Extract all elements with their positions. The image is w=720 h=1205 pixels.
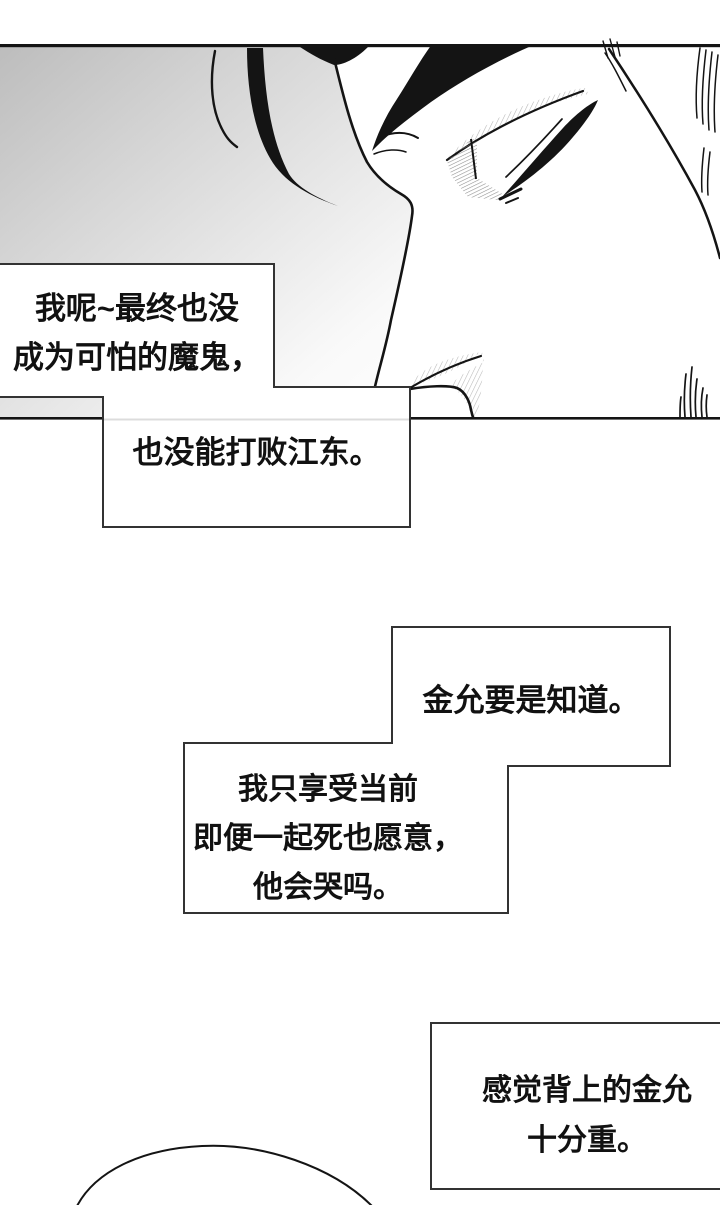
speech-line: 感觉背上的金允: [482, 1074, 692, 1107]
eye-lash: [502, 100, 598, 197]
panel-top-border: [0, 44, 720, 48]
speech-text-4: 我只享受当前 即便一起死也愿意， 他会哭吗。: [184, 765, 508, 912]
speech-line: 我只享受当前: [238, 773, 418, 806]
eyebrow-tip-stroke: [379, 132, 419, 139]
eye-inner-line: [505, 118, 563, 178]
eye-iris-divider: [470, 138, 477, 180]
hair-strand-lines: [695, 47, 719, 196]
head-outline-arc: [76, 1144, 373, 1205]
speech-text-2: 也没能打败江东。: [103, 433, 410, 473]
nose-tip-shading: [408, 352, 484, 416]
speech-boxes: [0, 263, 720, 1190]
speech-line: 成为可怕的魔鬼，: [13, 340, 261, 375]
speech-line: 即便一起死也愿意，: [193, 822, 463, 855]
speech-text-1: 我呢~最终也没 成为可怕的魔鬼，: [0, 284, 274, 382]
nose-upper-curve: [408, 354, 483, 390]
speech-line: 我呢~最终也没: [34, 291, 240, 326]
speech-line: 十分重。: [527, 1124, 647, 1157]
hair-crescent-line: [210, 49, 239, 149]
speech-text-3: 金允要是知道。: [392, 681, 670, 721]
hair-lock-stroke: [247, 48, 338, 206]
speech-box-5: [430, 1022, 720, 1190]
face-white-area: [333, 47, 720, 417]
speech-line: 金允要是知道。: [422, 683, 640, 718]
nose-profile-line: [332, 56, 414, 393]
eye-lash-prong: [498, 187, 523, 201]
cheek-contour-line: [607, 47, 720, 260]
nose-lower-curve: [408, 384, 475, 419]
speech-box-group-3-4: [183, 626, 671, 914]
eye-lash-prong-2: [505, 197, 519, 204]
hair-strokes-bottom-border: [679, 366, 708, 418]
eyebrow-shape: [372, 44, 536, 151]
speech-box-group-1-2: [0, 263, 411, 528]
speech-line: 他会哭吗。: [253, 871, 403, 904]
eyebrow-tip-stroke-2: [373, 149, 407, 155]
hair-wedge-top: [300, 47, 368, 65]
speech-text-5: 感觉背上的金允 十分重。: [431, 1066, 720, 1166]
speech-line: 也没能打败江东。: [132, 435, 381, 470]
